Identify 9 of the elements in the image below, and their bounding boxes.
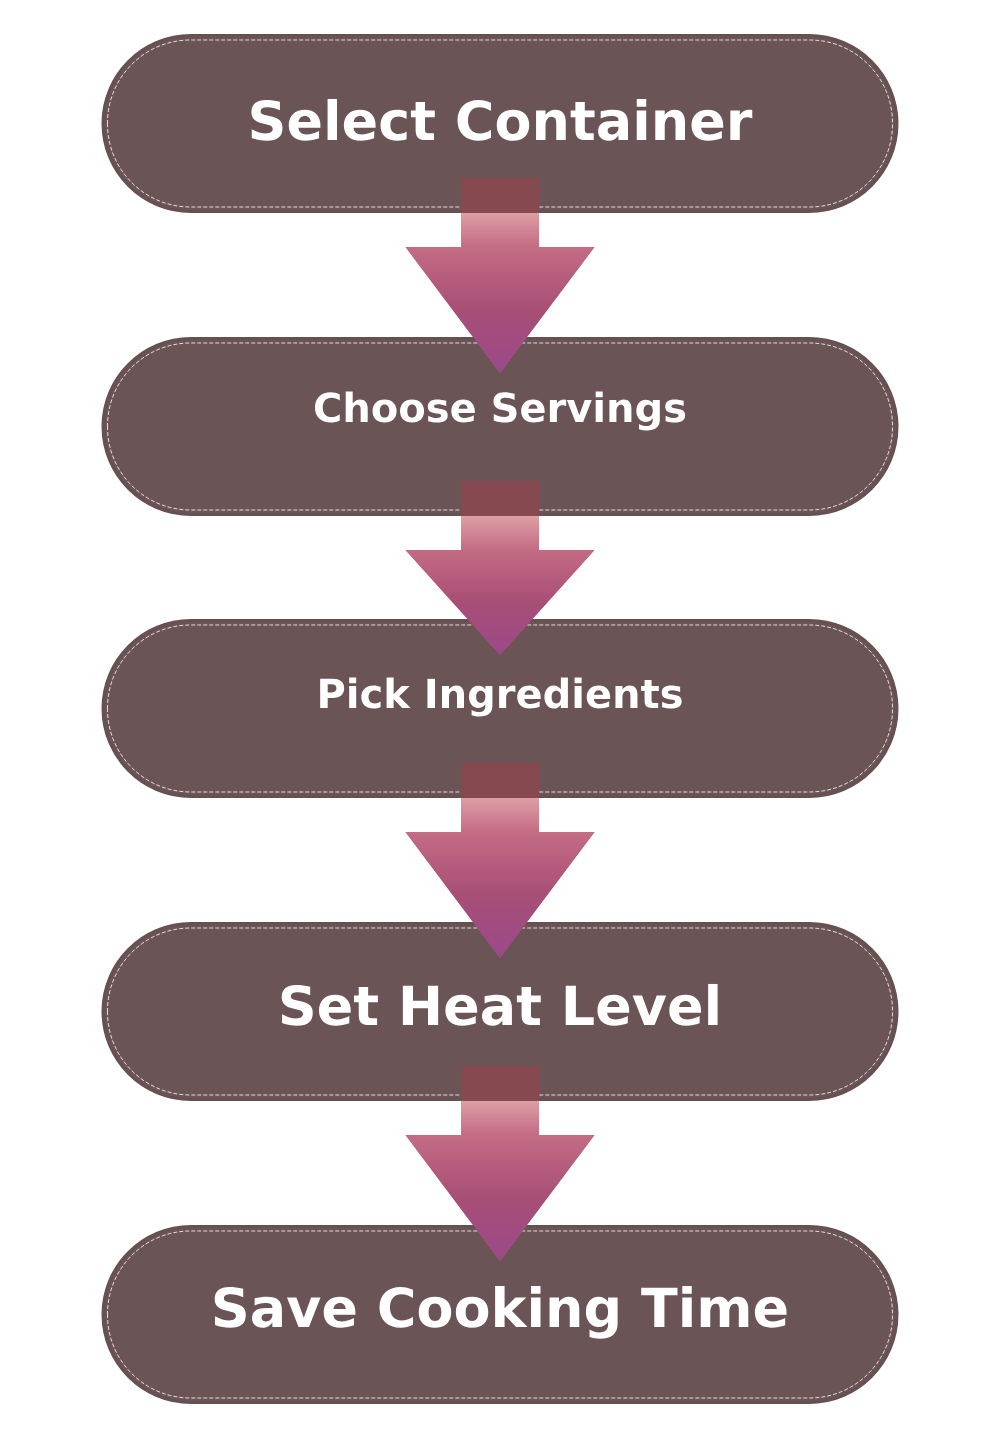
arrow: [405, 763, 595, 958]
arrow: [405, 1066, 595, 1261]
arrow: [405, 481, 595, 655]
process-box: Pick Ingredients: [101, 619, 899, 798]
process-box: Save Cooking Time: [101, 1225, 899, 1404]
arrow: [405, 178, 595, 373]
process-box: Set Heat Level: [101, 922, 899, 1101]
process-box: Select Container: [101, 34, 899, 213]
process-box: Choose Servings: [101, 337, 899, 516]
